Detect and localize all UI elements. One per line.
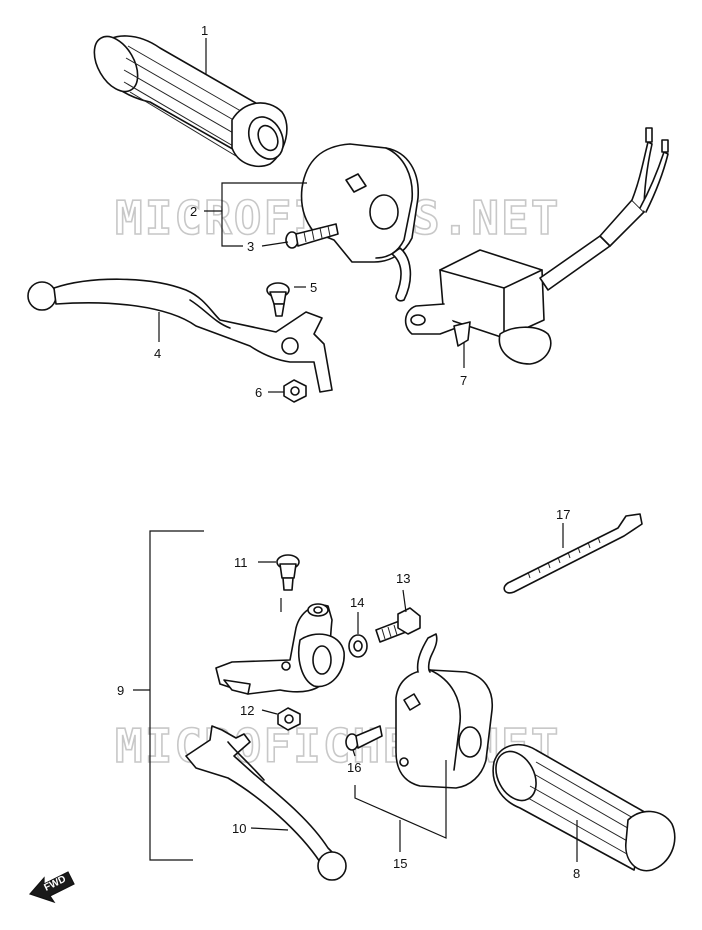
part-13-bolt[interactable] [375,607,421,643]
part-16-screw[interactable] [345,725,383,751]
callout-3: 3 [247,239,254,254]
bracket-lines [133,182,447,861]
callout-16: 16 [347,760,361,775]
part-2-left-switch-housing[interactable] [300,143,419,302]
callout-12: 12 [240,703,254,718]
callout-6: 6 [255,385,262,400]
part-5-pivot-bolt[interactable] [266,282,290,317]
leader-lines [158,38,578,862]
fwd-arrow-icon: FWD [28,871,75,904]
callout-14: 14 [350,595,364,610]
callout-17: 17 [556,507,570,522]
callout-15: 15 [393,856,407,871]
part-10-brake-lever[interactable] [185,725,347,881]
part-6-nut[interactable] [283,379,307,403]
callout-8: 8 [573,866,580,881]
part-4-clutch-lever[interactable] [27,278,333,393]
part-8-right-grip[interactable] [488,743,676,872]
part-17-cable-tie[interactable] [503,513,643,594]
part-11-pivot-bolt[interactable] [276,554,300,591]
callout-10: 10 [232,821,246,836]
callout-11: 11 [234,555,248,570]
part-15-right-switch-housing[interactable] [395,633,493,789]
callout-7: 7 [460,373,467,388]
part-3-screw[interactable] [285,223,339,249]
callout-9: 9 [117,683,124,698]
part-9-lever-holder[interactable] [215,603,345,695]
callout-5: 5 [310,280,317,295]
part-7-switch-with-wiring[interactable] [404,127,669,365]
callout-labels: 1 2 3 4 5 6 7 8 9 10 11 12 13 14 15 16 1… [117,23,580,881]
callout-2: 2 [190,204,197,219]
callout-4: 4 [154,346,161,361]
part-1-left-grip[interactable] [85,29,289,168]
part-12-nut[interactable] [277,707,301,731]
callout-13: 13 [396,571,410,586]
part-14-washer[interactable] [348,634,368,658]
callout-1: 1 [201,23,208,38]
